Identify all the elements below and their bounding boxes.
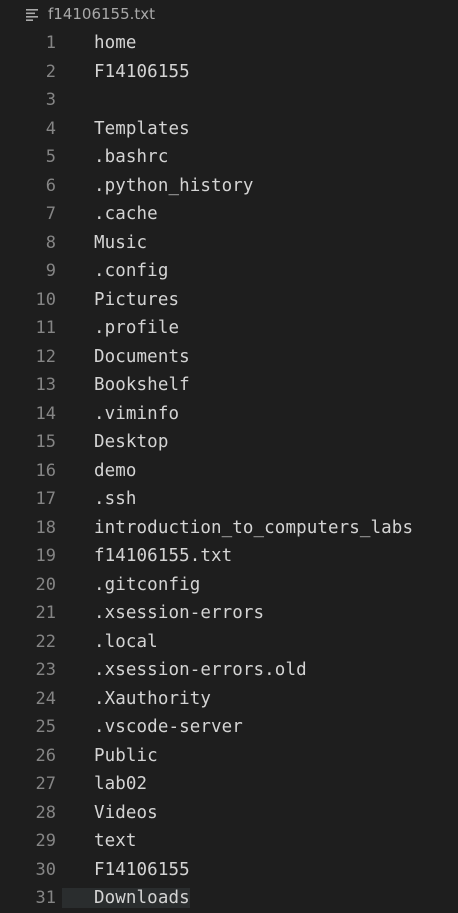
line-text[interactable]: Videos [94, 802, 158, 823]
code-line[interactable]: 16 demo [0, 457, 458, 486]
line-number: 7 [45, 204, 56, 225]
line-text[interactable]: .config [94, 261, 169, 282]
code-line[interactable]: 30 F14106155 [0, 856, 458, 885]
line-text[interactable]: .Xauthority [94, 688, 211, 709]
code-line[interactable]: 6 .python_history [0, 172, 458, 201]
line-number: 19 [35, 546, 56, 567]
line-number: 12 [35, 346, 56, 367]
line-text[interactable]: F14106155 [94, 859, 190, 880]
line-number: 29 [35, 831, 56, 852]
code-line[interactable]: 3 [0, 86, 458, 115]
line-text[interactable]: introduction_to_computers_labs [94, 517, 414, 538]
line-text[interactable]: .python_history [94, 175, 254, 196]
line-number: 24 [35, 688, 56, 709]
code-line[interactable]: 7 .cache [0, 200, 458, 229]
code-line[interactable]: 31 Downloads [0, 884, 458, 913]
code-line[interactable]: 9 .config [0, 257, 458, 286]
breadcrumb[interactable]: f14106155.txt [0, 0, 458, 28]
line-number: 25 [35, 717, 56, 738]
code-line[interactable]: 10 Pictures [0, 286, 458, 315]
code-line[interactable]: 13 Bookshelf [0, 371, 458, 400]
line-text[interactable]: .cache [94, 204, 158, 225]
line-number: 21 [35, 603, 56, 624]
line-number: 17 [35, 489, 56, 510]
line-text[interactable]: .profile [94, 318, 180, 339]
line-number: 11 [35, 318, 56, 339]
line-text[interactable]: demo [94, 460, 137, 481]
line-number: 31 [35, 888, 56, 909]
line-text[interactable]: Pictures [94, 289, 180, 310]
line-number: 28 [35, 802, 56, 823]
line-number: 5 [45, 147, 56, 168]
line-text[interactable]: lab02 [94, 774, 148, 795]
line-number: 3 [45, 90, 56, 111]
code-line[interactable]: 8 Music [0, 229, 458, 258]
code-line[interactable]: 12 Documents [0, 343, 458, 372]
code-line[interactable]: 15 Desktop [0, 428, 458, 457]
line-number: 10 [35, 289, 56, 310]
code-line[interactable]: 19 f14106155.txt [0, 542, 458, 571]
line-text[interactable]: .vscode-server [94, 717, 243, 738]
line-number: 20 [35, 574, 56, 595]
text-lines-icon [26, 9, 38, 21]
code-line[interactable]: 4 Templates [0, 115, 458, 144]
line-number: 13 [35, 375, 56, 396]
code-line[interactable]: 1 home [0, 29, 458, 58]
line-text[interactable]: .xsession-errors.old [94, 660, 307, 681]
line-number: 15 [35, 432, 56, 453]
line-text[interactable]: .bashrc [94, 147, 169, 168]
code-line[interactable]: 29 text [0, 827, 458, 856]
line-text[interactable]: Bookshelf [94, 375, 190, 396]
code-line[interactable]: 5 .bashrc [0, 143, 458, 172]
code-line[interactable]: 20 .gitconfig [0, 571, 458, 600]
line-number: 22 [35, 631, 56, 652]
code-line[interactable]: 27 lab02 [0, 770, 458, 799]
code-line[interactable]: 17 .ssh [0, 485, 458, 514]
line-number: 6 [45, 175, 56, 196]
line-text[interactable]: Templates [94, 118, 190, 139]
code-line[interactable]: 26 Public [0, 742, 458, 771]
code-line[interactable]: 21 .xsession-errors [0, 599, 458, 628]
line-number: 27 [35, 774, 56, 795]
code-line[interactable]: 2 F14106155 [0, 58, 458, 87]
line-text[interactable]: f14106155.txt [94, 546, 233, 567]
line-text[interactable]: home [94, 33, 137, 54]
code-line[interactable]: 22 .local [0, 628, 458, 657]
line-text[interactable]: .viminfo [94, 403, 180, 424]
code-line[interactable]: 28 Videos [0, 799, 458, 828]
line-text[interactable]: .xsession-errors [94, 603, 265, 624]
line-number: 9 [45, 261, 56, 282]
line-number: 16 [35, 460, 56, 481]
line-number: 2 [45, 61, 56, 82]
line-text[interactable]: .local [94, 631, 158, 652]
line-number: 26 [35, 745, 56, 766]
breadcrumb-filename[interactable]: f14106155.txt [48, 5, 156, 23]
code-line[interactable]: 11 .profile [0, 314, 458, 343]
line-text[interactable]: .gitconfig [94, 574, 201, 595]
line-text[interactable]: .ssh [94, 489, 137, 510]
line-number: 23 [35, 660, 56, 681]
code-line[interactable]: 14 .viminfo [0, 400, 458, 429]
line-text[interactable]: Desktop [94, 432, 169, 453]
line-number: 8 [45, 232, 56, 253]
code-line[interactable]: 18 introduction_to_computers_labs [0, 514, 458, 543]
code-line[interactable]: 25 .vscode-server [0, 713, 458, 742]
line-text[interactable]: Downloads [62, 888, 190, 909]
line-number: 30 [35, 859, 56, 880]
line-number: 14 [35, 403, 56, 424]
line-text[interactable]: F14106155 [94, 61, 190, 82]
line-text[interactable]: Documents [94, 346, 190, 367]
line-text[interactable]: Music [94, 232, 148, 253]
code-line[interactable]: 23 .xsession-errors.old [0, 656, 458, 685]
line-number: 4 [45, 118, 56, 139]
code-line[interactable]: 24 .Xauthority [0, 685, 458, 714]
line-text[interactable]: Public [94, 745, 158, 766]
line-text[interactable]: text [94, 831, 137, 852]
line-number: 1 [45, 33, 56, 54]
line-number: 18 [35, 517, 56, 538]
